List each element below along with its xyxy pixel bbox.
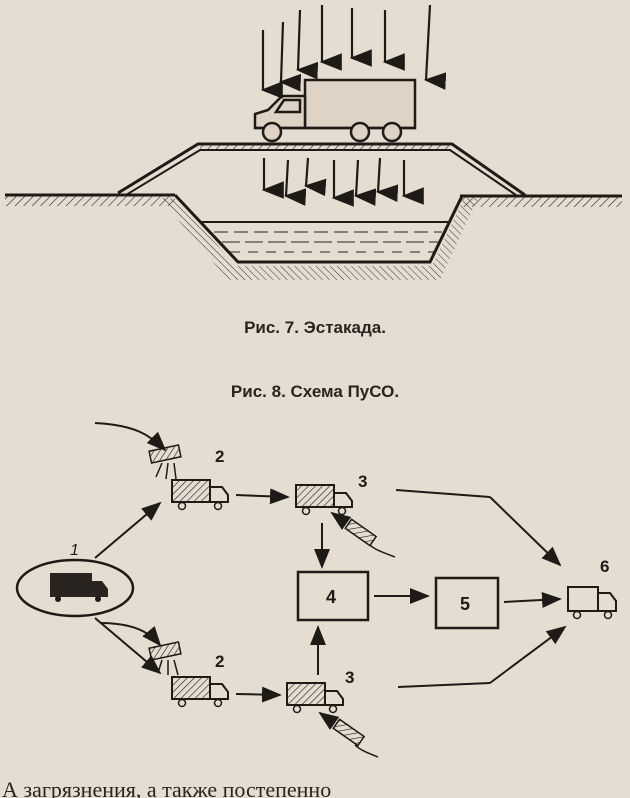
- node-2-top-label: 2: [215, 447, 224, 466]
- truck-icon: [253, 78, 417, 143]
- figure-7-caption: Рис. 7. Эстакада.: [244, 318, 386, 337]
- node-4-label: 4: [326, 587, 336, 607]
- node-6-label: 6: [600, 557, 609, 576]
- ground-line: [5, 193, 622, 207]
- node-6-clean-vehicle: 6: [567, 557, 617, 620]
- node-5-box: 5: [434, 576, 500, 630]
- pit: [160, 193, 478, 280]
- figure-8-scheme-diagram: 1 2 3: [15, 422, 617, 758]
- overpass-deck: [117, 142, 526, 197]
- figure-7-overpass-drawing: [5, 4, 622, 280]
- node-3-top-treatment-station: 3: [295, 472, 396, 558]
- node-3-bottom-treatment-station: 3: [286, 668, 379, 758]
- node-3-bottom-label: 3: [345, 668, 354, 687]
- node-1-entry-point: 1: [15, 542, 135, 618]
- figure-8-caption: Рис. 8. Схема ПуСО.: [230, 382, 400, 401]
- node-1-label: 1: [70, 542, 79, 559]
- flow-arrows: [94, 488, 567, 703]
- node-2-bottom-spray-station: 2: [99, 622, 229, 708]
- body-text-line: А загрязнения, а также постепенно: [2, 777, 332, 798]
- node-5-label: 5: [460, 594, 470, 614]
- node-4-box: 4: [296, 570, 370, 622]
- node-2-bottom-label: 2: [215, 652, 224, 671]
- drain-arrows: [261, 157, 424, 207]
- node-2-top-spray-station: 2: [94, 422, 229, 511]
- node-3-top-label: 3: [358, 472, 367, 491]
- spray-arrows-top: [260, 4, 447, 99]
